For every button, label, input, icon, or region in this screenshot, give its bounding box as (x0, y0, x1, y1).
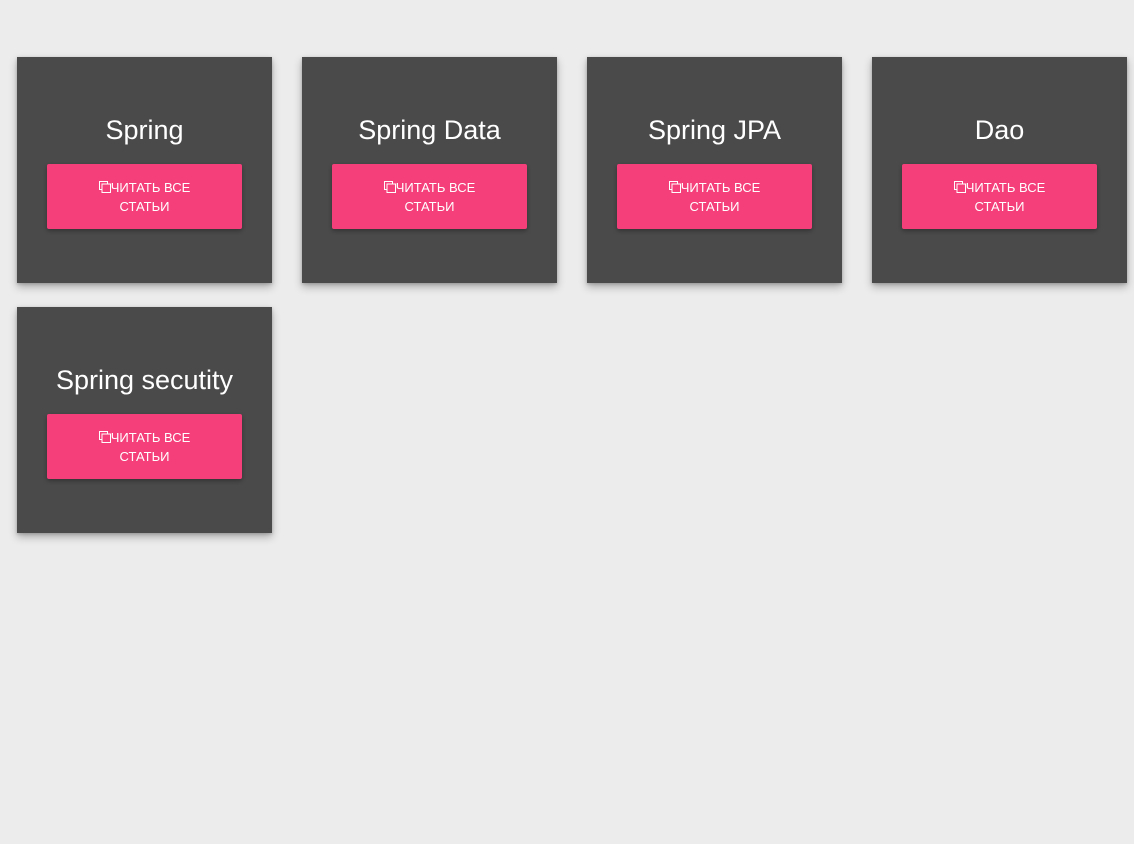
button-label: ЧИТАТЬ ВСЕ СТАТЬИ (110, 429, 191, 464)
read-all-articles-button[interactable]: ЧИТАТЬ ВСЕ СТАТЬИ (332, 164, 527, 229)
read-all-articles-button[interactable]: ЧИТАТЬ ВСЕ СТАТЬИ (902, 164, 1097, 229)
copy-icon (383, 180, 396, 193)
read-all-articles-button[interactable]: ЧИТАТЬ ВСЕ СТАТЬИ (47, 414, 242, 479)
category-card: Spring JPA ЧИТАТЬ ВСЕ СТАТЬИ (587, 57, 842, 283)
copy-icon (668, 180, 681, 193)
card-title: Spring secutity (55, 365, 234, 395)
copy-icon (98, 180, 111, 193)
card-title: Spring JPA (647, 115, 782, 145)
category-card: Dao ЧИТАТЬ ВСЕ СТАТЬИ (872, 57, 1127, 283)
read-all-articles-button[interactable]: ЧИТАТЬ ВСЕ СТАТЬИ (617, 164, 812, 229)
card-title: Spring Data (358, 115, 501, 145)
read-all-articles-button[interactable]: ЧИТАТЬ ВСЕ СТАТЬИ (47, 164, 242, 229)
button-label: ЧИТАТЬ ВСЕ СТАТЬИ (965, 179, 1046, 214)
category-card: Spring secutity ЧИТАТЬ ВСЕ СТАТЬИ (17, 307, 272, 533)
card-title: Dao (974, 115, 1025, 145)
card-title: Spring (105, 115, 184, 145)
button-label: ЧИТАТЬ ВСЕ СТАТЬИ (395, 179, 476, 214)
button-label: ЧИТАТЬ ВСЕ СТАТЬИ (680, 179, 761, 214)
button-label: ЧИТАТЬ ВСЕ СТАТЬИ (110, 179, 191, 214)
copy-icon (953, 180, 966, 193)
category-card: Spring Data ЧИТАТЬ ВСЕ СТАТЬИ (302, 57, 557, 283)
copy-icon (98, 430, 111, 443)
category-card: Spring ЧИТАТЬ ВСЕ СТАТЬИ (17, 57, 272, 283)
